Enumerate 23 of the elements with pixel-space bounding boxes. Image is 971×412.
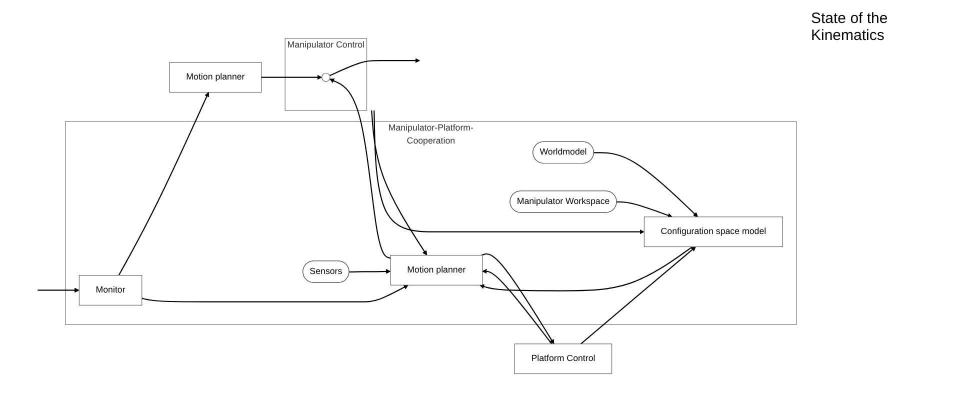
arrow (371, 110, 428, 256)
arrow (374, 110, 644, 234)
node-box: Platform Control (514, 344, 612, 374)
node-box: Motion planner (390, 254, 483, 286)
arrow (580, 246, 696, 344)
arrow (118, 92, 210, 276)
node-box: Motion planner (169, 62, 262, 92)
arrow (38, 288, 80, 293)
arrow (594, 152, 698, 218)
note-label: State of the Kinematics (811, 10, 889, 44)
arrow (142, 284, 408, 302)
arrow (261, 74, 322, 80)
arrow (479, 246, 693, 292)
arrow (616, 201, 672, 218)
node-box: Configuration space model (644, 216, 783, 247)
node-box: Monitor (78, 274, 142, 306)
arrow (329, 58, 420, 76)
arrow (330, 78, 391, 259)
arrow (482, 268, 552, 344)
arrow (349, 268, 391, 274)
cluster: Manipulator Control (284, 38, 368, 111)
node-circle (322, 72, 330, 82)
arrow (481, 253, 554, 344)
